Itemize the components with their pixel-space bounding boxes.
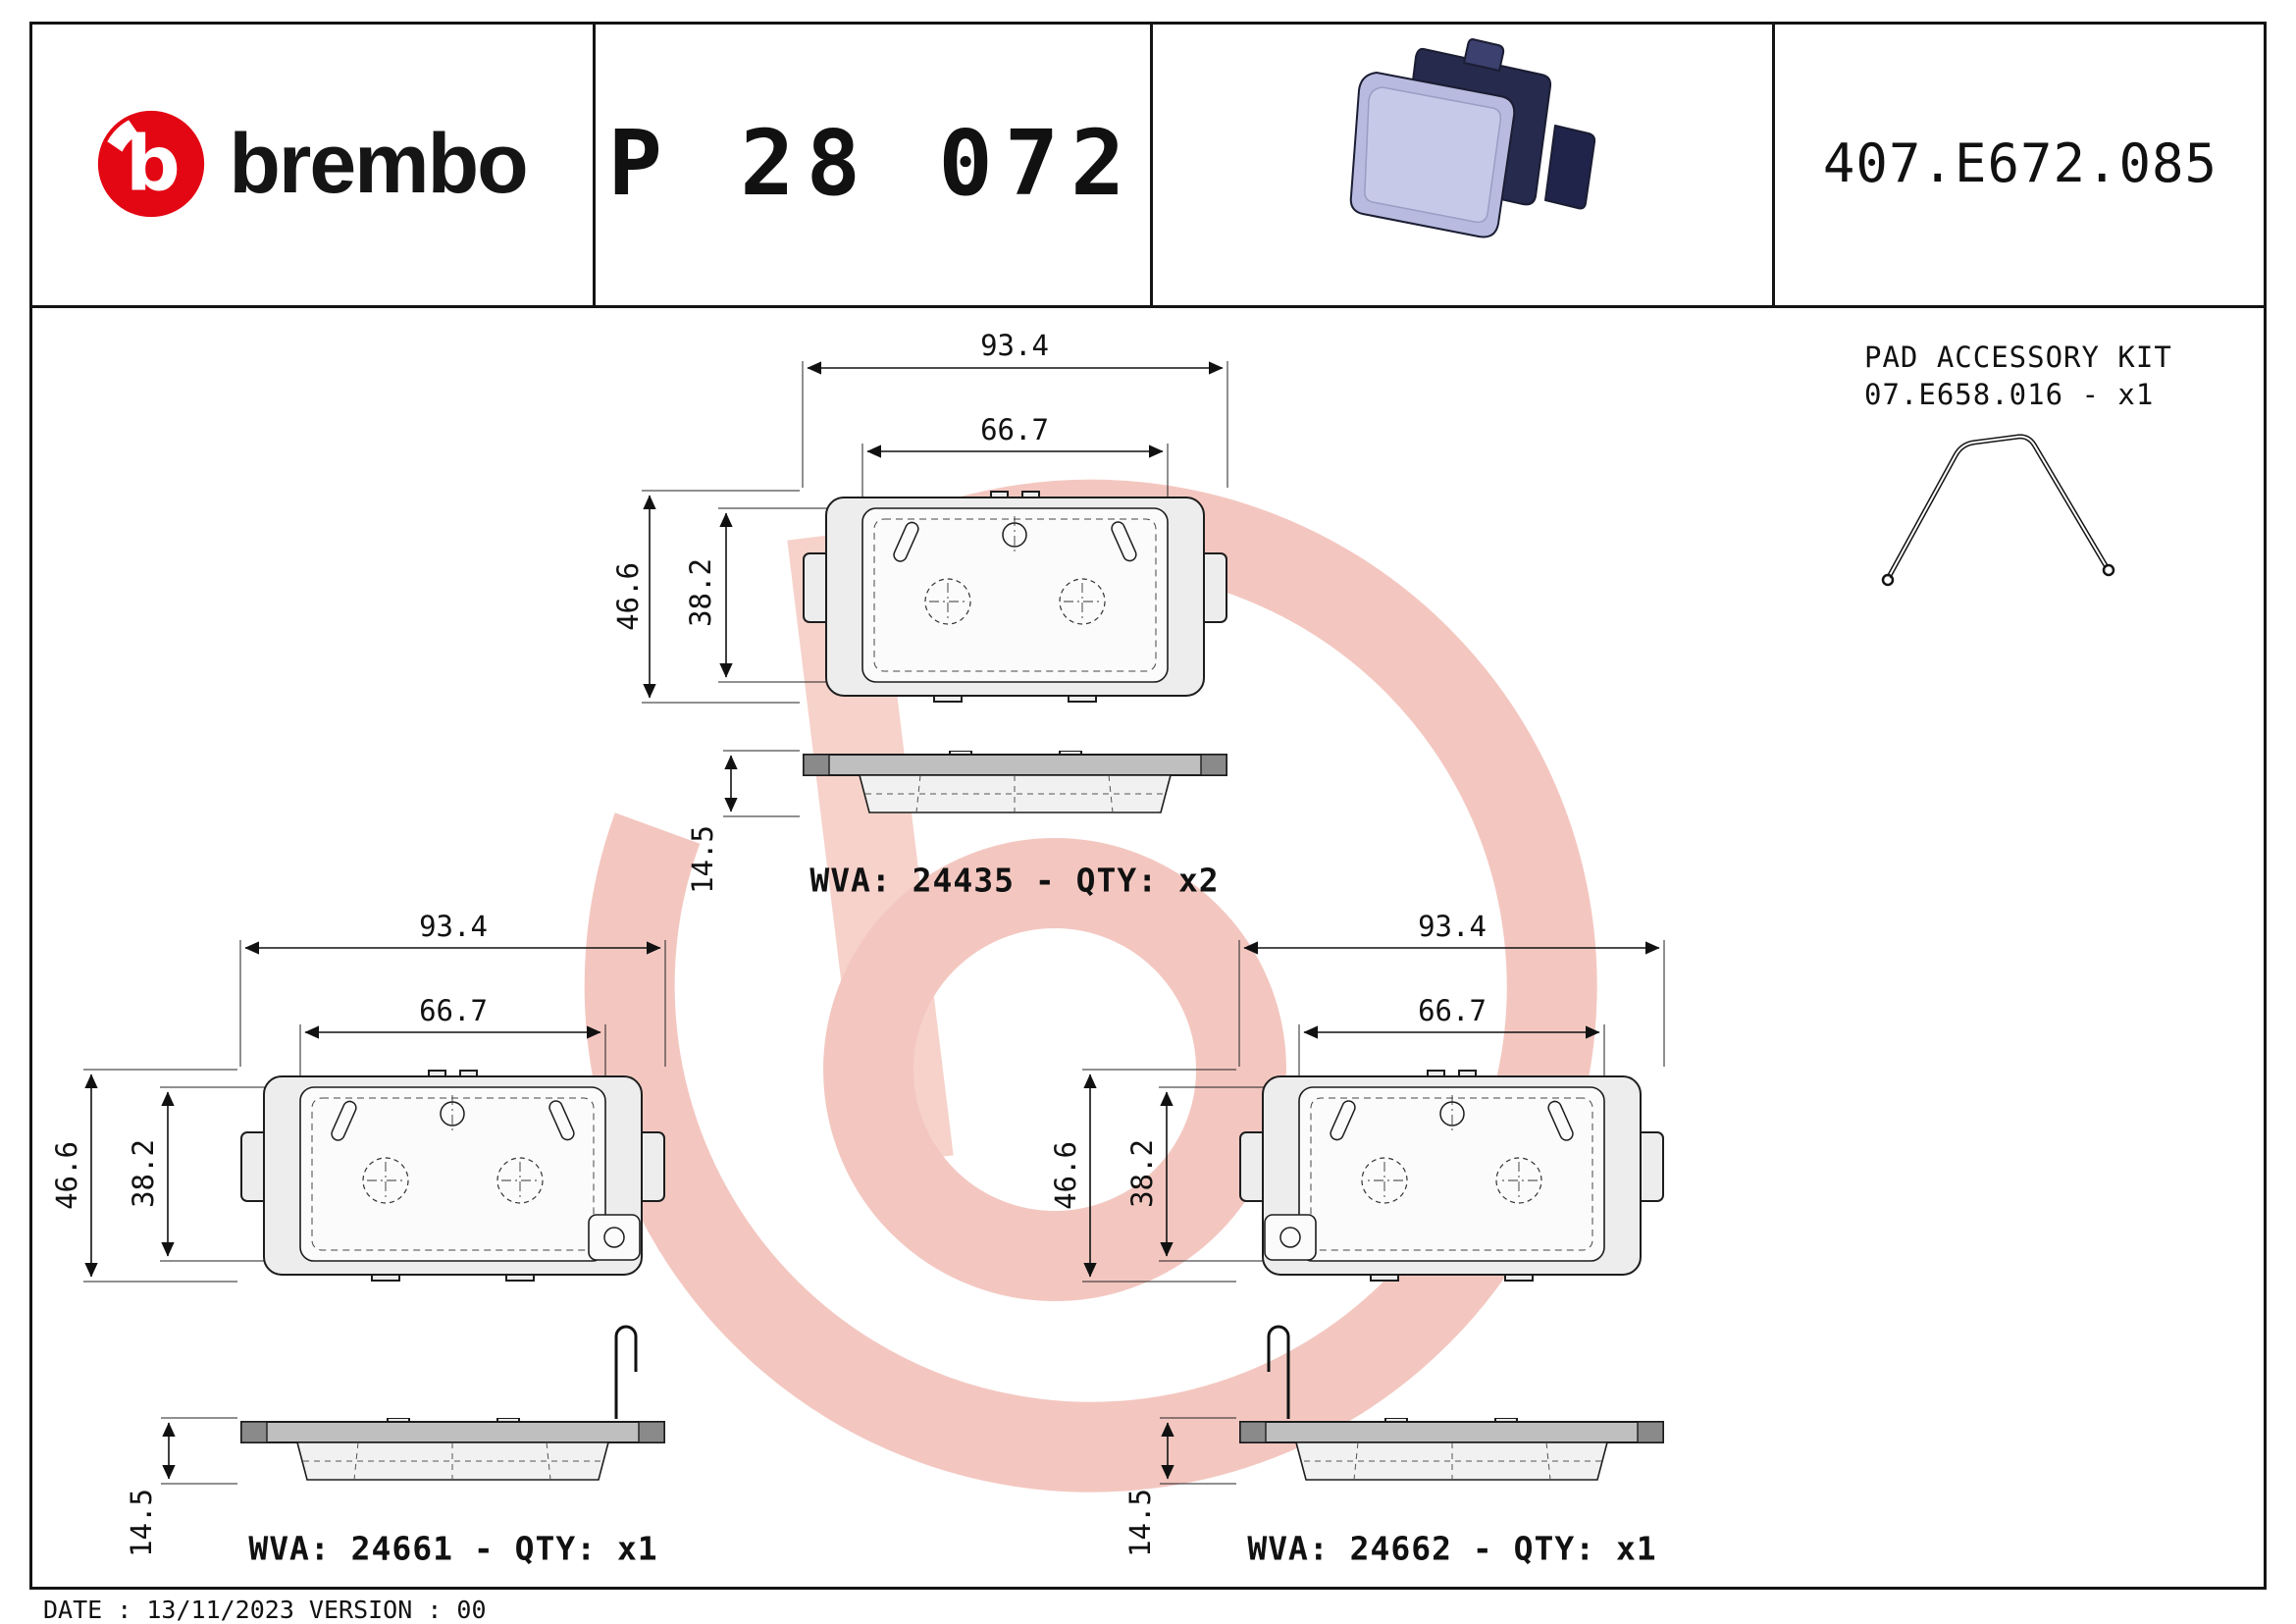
dim-pad-width: 66.7	[980, 413, 1049, 446]
dim-pad-width: 66.7	[419, 994, 488, 1027]
part-number: P 28 072	[607, 111, 1137, 216]
wear-indicator-pin	[1267, 1325, 1290, 1419]
dim-overall-width: 93.4	[1418, 910, 1487, 943]
catalog-number-cell: 407.E672.085	[1774, 22, 2267, 305]
header-vertical-divider-3	[1772, 22, 1775, 308]
drawing-pad-24662	[1082, 940, 1665, 1485]
wva-label-24662: WVA: 24662 - QTY: x1	[1247, 1529, 1657, 1568]
brand-symbol: b	[126, 120, 181, 208]
dim-overall-width: 93.4	[980, 329, 1049, 362]
product-photo-cell	[1152, 22, 1772, 305]
dimension-lines-bottom-left	[83, 940, 666, 1485]
header-vertical-divider-2	[1150, 22, 1153, 308]
header-vertical-divider-1	[593, 22, 596, 308]
drawing-pad-24435	[642, 361, 1228, 817]
brake-pad-3d-image	[1349, 37, 1596, 237]
drawing-pad-24661	[83, 940, 666, 1485]
part-number-cell: P 28 072	[595, 22, 1150, 305]
catalog-number: 407.E672.085	[1822, 132, 2218, 194]
page-border	[29, 22, 2267, 1590]
brand-wordmark: brembo	[229, 116, 528, 211]
header-divider	[29, 305, 2267, 308]
wva-label-24661: WVA: 24661 - QTY: x1	[248, 1529, 658, 1568]
brand-block: b brembo	[29, 22, 593, 305]
spring-clip-icon	[1881, 434, 2115, 587]
wva-label-24435: WVA: 24435 - QTY: x2	[809, 861, 1220, 900]
dim-pad-width: 66.7	[1418, 994, 1487, 1027]
accessory-kit-code: 07.E658.016 - x1	[1864, 378, 2155, 411]
dimension-lines-top	[642, 361, 1228, 817]
dim-overall-width: 93.4	[419, 910, 488, 943]
date-version-line: DATE : 13/11/2023 VERSION : 00	[43, 1596, 487, 1624]
dimension-lines-bottom-right	[1082, 940, 1665, 1485]
brembo-logo-icon: b	[98, 110, 205, 217]
accessory-kit-title: PAD ACCESSORY KIT	[1864, 341, 2172, 374]
wear-indicator-pin	[614, 1325, 638, 1419]
